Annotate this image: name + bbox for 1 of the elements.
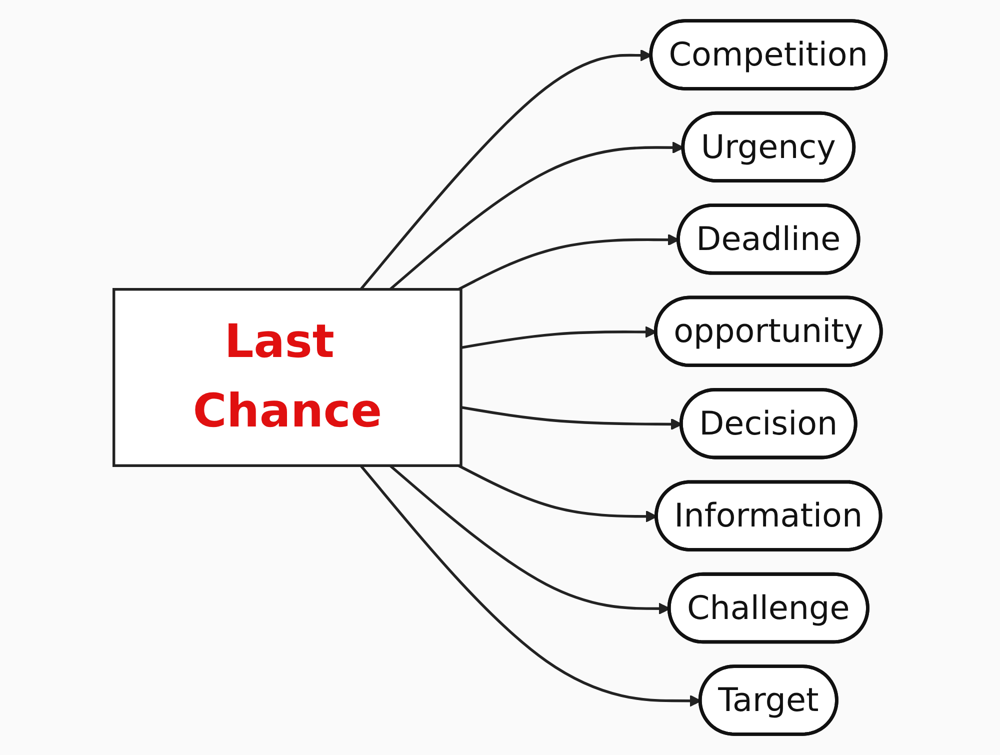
node-box: Last Chance: [112, 288, 462, 467]
